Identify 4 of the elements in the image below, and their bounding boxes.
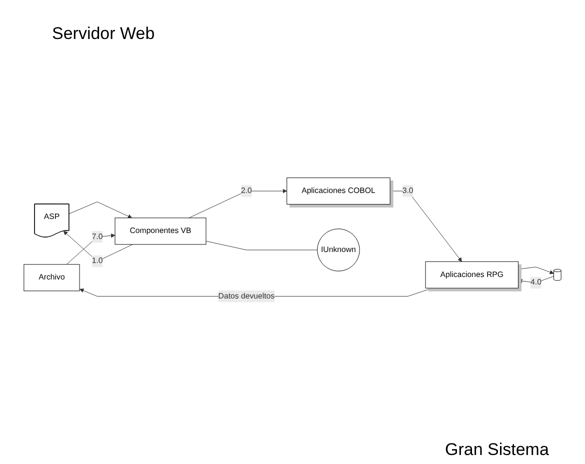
region-label: Gran Sistema <box>445 440 549 460</box>
connector <box>206 240 318 250</box>
region-label: Servidor Web <box>52 24 155 44</box>
node-cylinder <box>553 268 562 281</box>
